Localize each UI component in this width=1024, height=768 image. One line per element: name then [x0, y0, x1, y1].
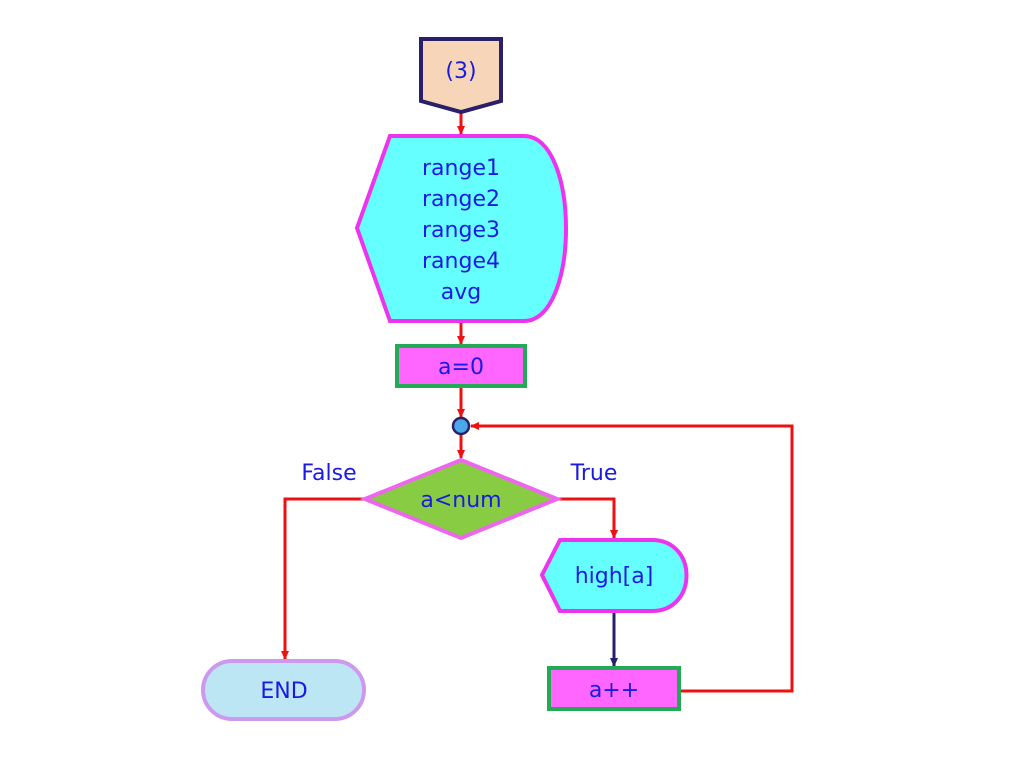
output-label: high[a]: [575, 564, 654, 589]
arrow-false-to-end: [281, 497, 364, 660]
end-terminator-shape: [201, 659, 366, 721]
init-process-label: a=0: [438, 355, 484, 380]
false-branch-label: False: [301, 461, 356, 486]
display-line-range1: range1: [422, 156, 500, 181]
decision-diamond: [359, 457, 563, 541]
offpage-connector-shape: [419, 37, 503, 115]
init-process-box: [395, 344, 527, 388]
output-shape: [539, 538, 689, 613]
increment-process-label: a++: [589, 678, 639, 703]
display-line-range4: range4: [422, 249, 500, 274]
display-shape: [354, 134, 568, 323]
loop-junction: [451, 416, 471, 436]
increment-process-box: [547, 666, 681, 711]
display-line-range2: range2: [422, 187, 500, 212]
arrow-true-to-output: [558, 497, 618, 539]
display-line-range3: range3: [422, 218, 500, 243]
display-line-avg: avg: [441, 280, 481, 305]
end-terminator-label: END: [260, 679, 307, 704]
init-process: a=0: [395, 344, 527, 388]
offpage-connector-label: (3): [445, 59, 476, 84]
true-branch-label: True: [570, 461, 618, 486]
end-terminator: END: [201, 659, 366, 721]
decision-label: a<num: [420, 488, 501, 513]
connectors: [281, 103, 794, 693]
arrow-loop-back: [470, 422, 794, 693]
output-block: high[a]: [539, 538, 689, 613]
display-block: range1 range2 range3 range4 avg: [354, 134, 568, 323]
increment-process: a++: [547, 666, 681, 711]
decision: a<num False True: [301, 457, 618, 541]
offpage-connector: (3): [419, 37, 503, 115]
